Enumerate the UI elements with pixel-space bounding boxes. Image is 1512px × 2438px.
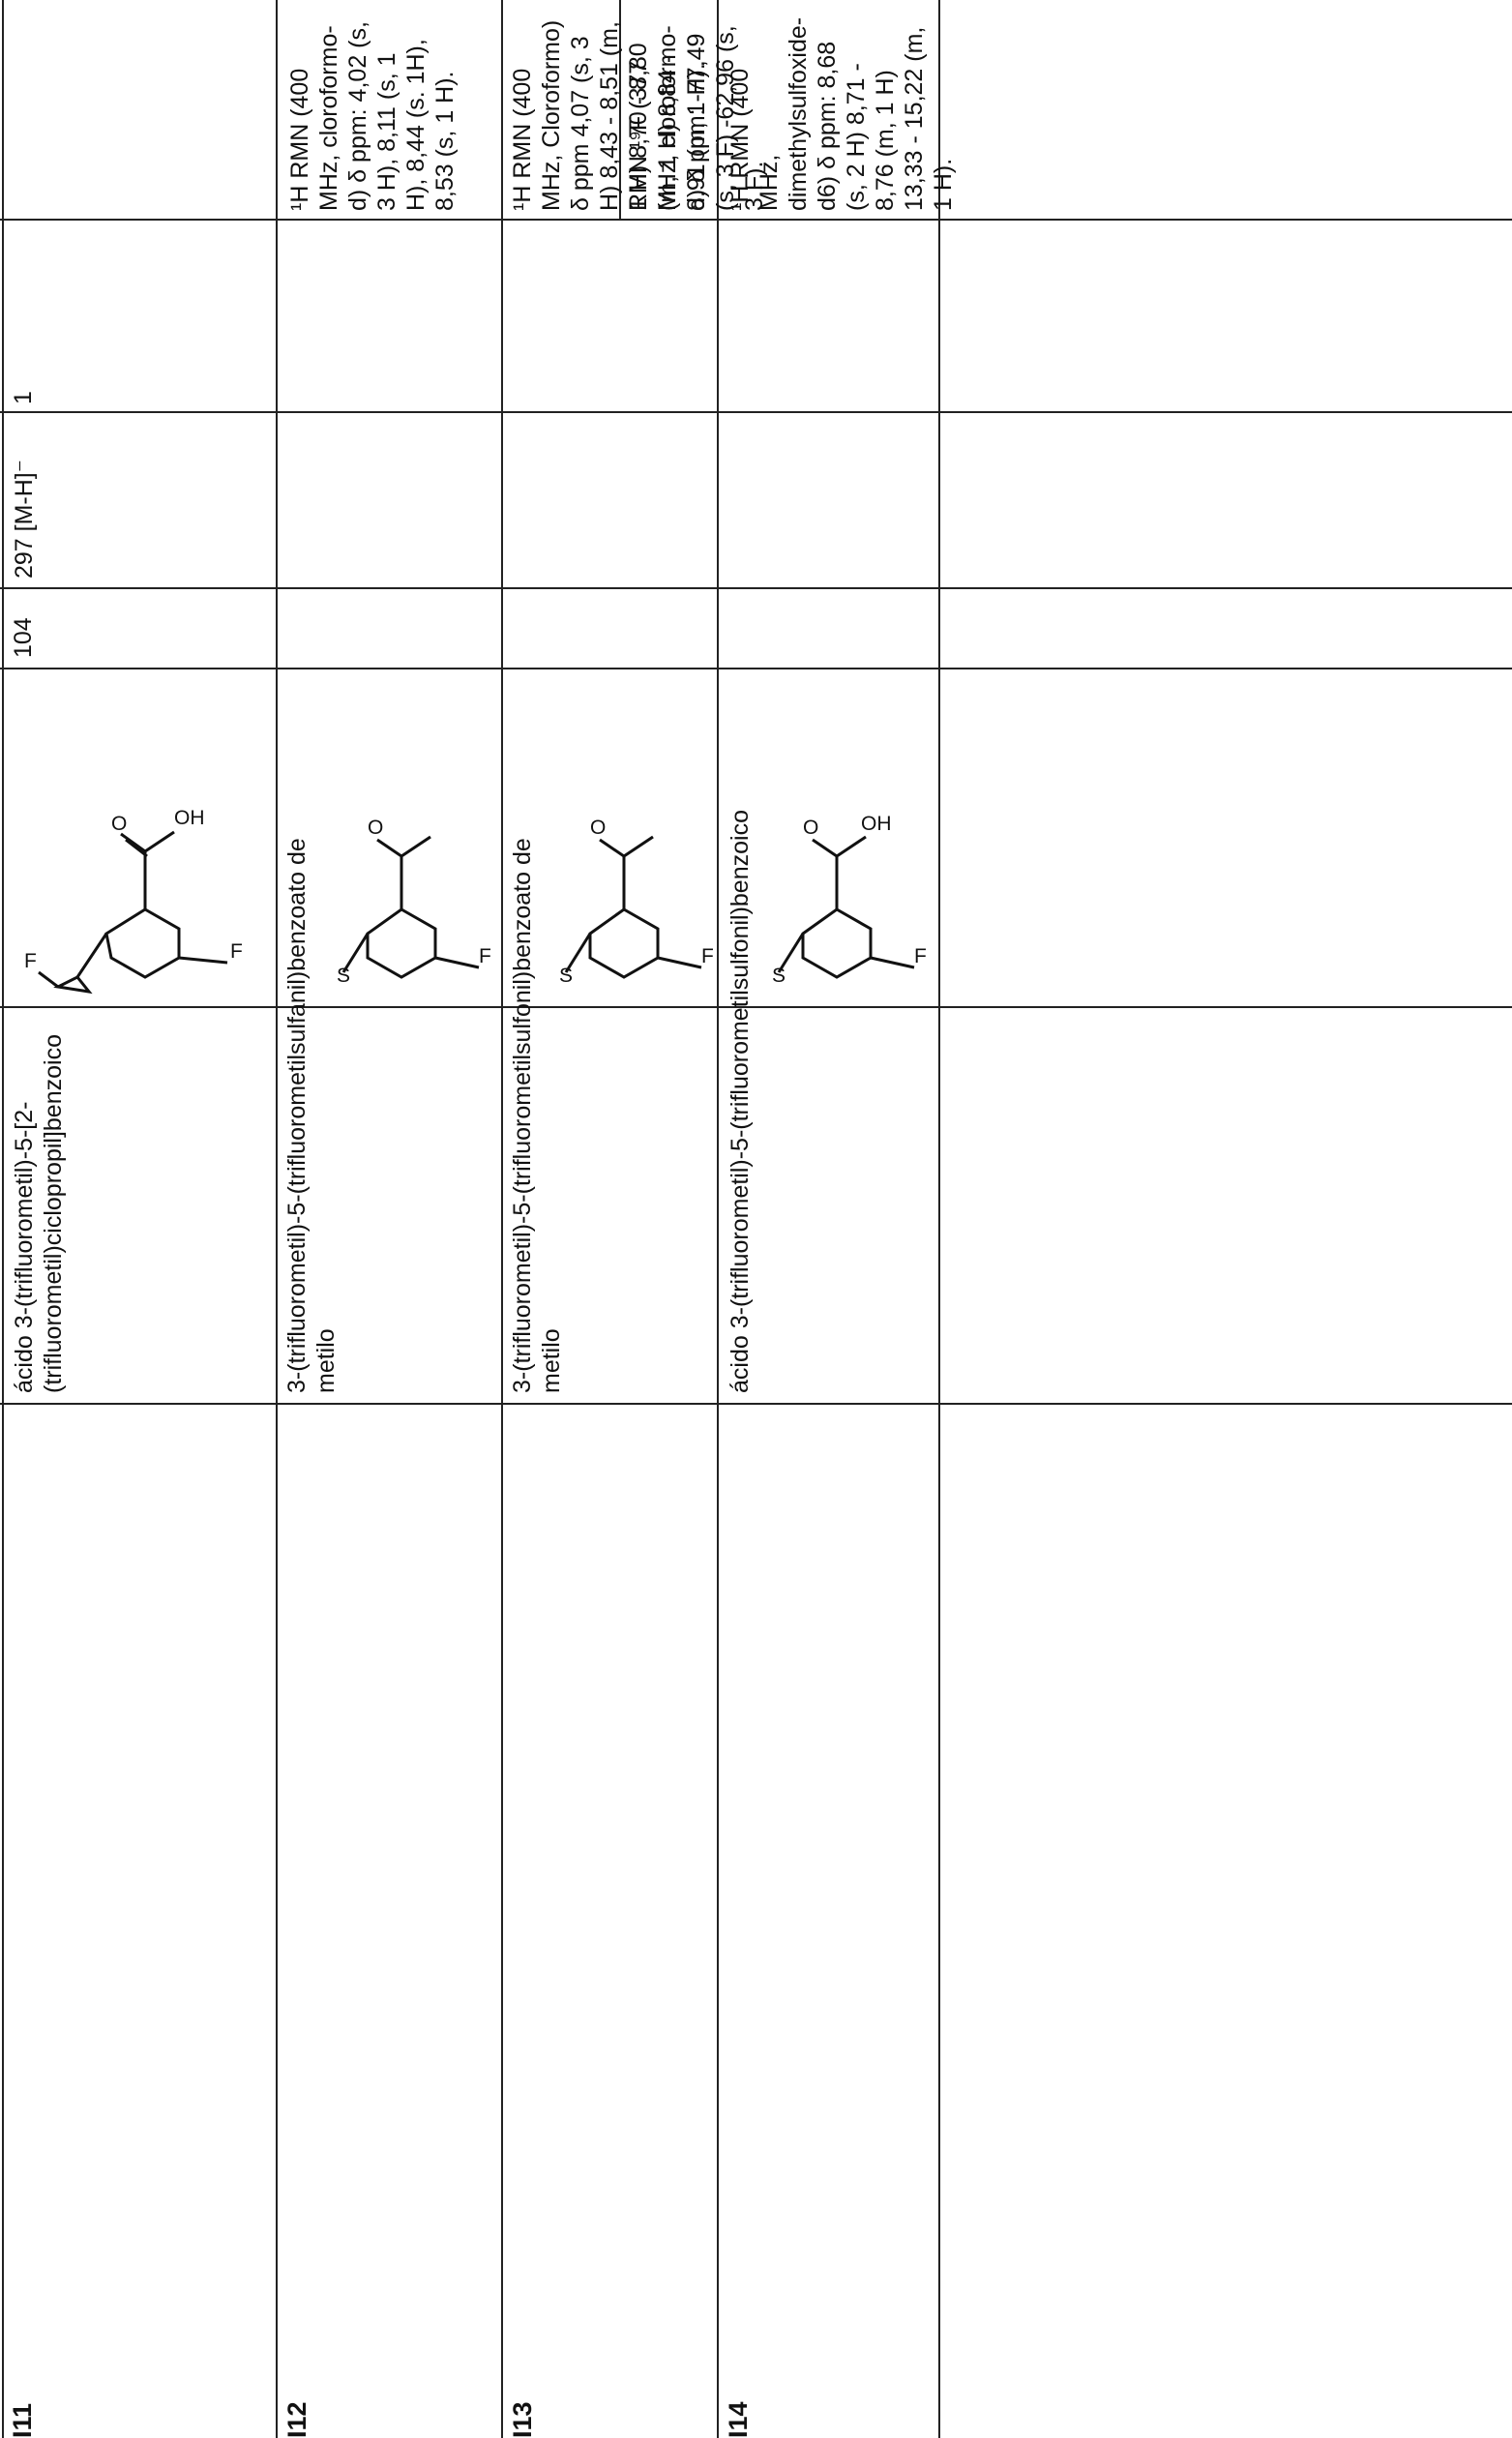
svg-text:O: O: [590, 817, 606, 839]
chemical-structure-icon: O S F: [290, 764, 503, 996]
column-divider: [0, 219, 1512, 221]
nmr-data: ¹H RMN (400 MHz, cloroformo-d) δ ppm: 4,…: [285, 17, 460, 211]
rt-value: 1: [10, 391, 38, 404]
method-value: 104: [10, 617, 38, 658]
nmr-data: ¹H RMN (400 MHz, dimethylsulfoxide-d6) δ…: [726, 17, 958, 211]
svg-text:F: F: [479, 945, 491, 967]
column-divider: [0, 1403, 1512, 1405]
table-border-right: [938, 0, 940, 2438]
svg-text:S: S: [559, 965, 573, 987]
table-border-left: [2, 0, 4, 2438]
svg-text:F: F: [914, 945, 927, 967]
row-divider: [717, 0, 719, 2438]
svg-text:O: O: [368, 817, 383, 839]
column-divider: [0, 668, 1512, 669]
compound-id: I14: [724, 2401, 754, 2438]
svg-text:S: S: [772, 965, 786, 987]
svg-text:S: S: [337, 965, 350, 987]
compound-id: I12: [282, 2401, 312, 2438]
svg-text:F: F: [701, 945, 714, 967]
svg-text:O: O: [111, 813, 127, 835]
ms-value: 297 [M-H]⁻: [10, 460, 39, 579]
chemical-structure-icon: O S F: [513, 764, 726, 996]
svg-text:OH: OH: [861, 813, 892, 835]
chemical-structure-icon: O OH F F: [19, 764, 261, 996]
svg-text:O: O: [803, 817, 818, 839]
column-divider: [0, 587, 1512, 589]
svg-text:OH: OH: [174, 807, 205, 829]
svg-text:F: F: [230, 940, 243, 963]
column-divider: [0, 411, 1512, 413]
svg-text:F: F: [24, 950, 37, 972]
column-divider: [0, 1006, 1512, 1008]
row-divider: [276, 0, 278, 2438]
compound-id: I11: [8, 2403, 38, 2438]
compound-id: I13: [508, 2401, 538, 2438]
row-divider: [501, 0, 503, 2438]
chemical-structure-icon: O OH S F: [726, 764, 938, 996]
